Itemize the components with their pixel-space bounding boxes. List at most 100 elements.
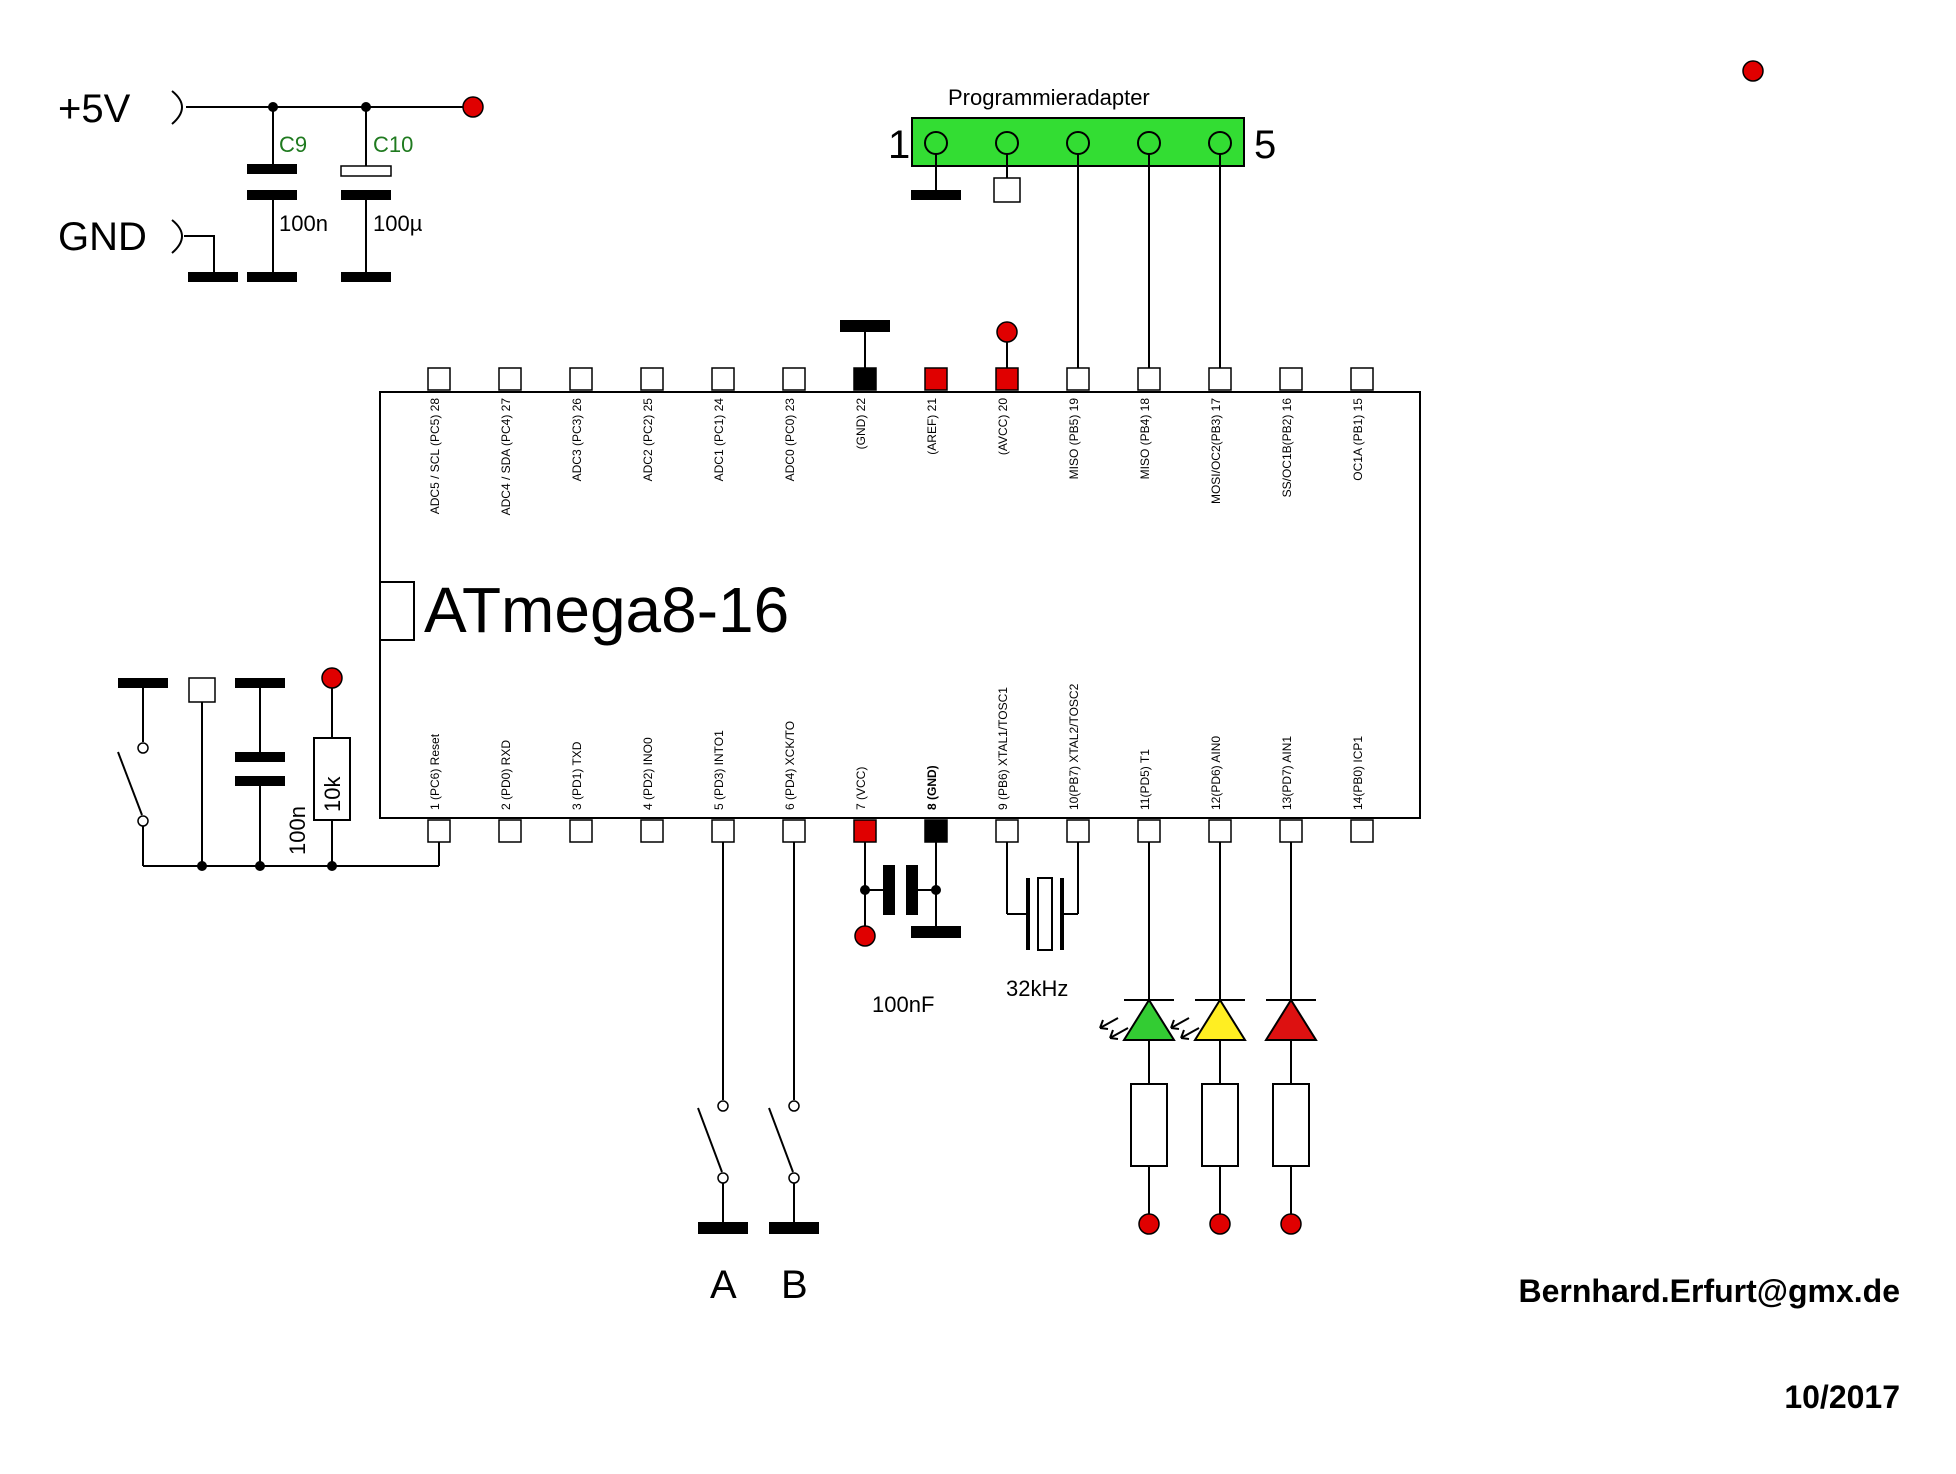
pin-label: 14(PB0) ICP1 (1351, 736, 1365, 810)
pin-label: ADC4 / SDA (PC4) 27 (499, 398, 513, 516)
junction-dot (327, 861, 337, 871)
unconnected-pad (993, 177, 1021, 203)
chip-pin-16 (1279, 367, 1303, 391)
pin-label: 3 (PD1) TXD (570, 741, 584, 810)
ground-bar (840, 320, 890, 332)
pin-label: 9 (PB6) XTAL1/TOSC1 (996, 687, 1010, 810)
c9-plate (247, 164, 297, 174)
switch-contact (717, 1172, 729, 1184)
ground-bar (911, 926, 961, 938)
chip-pin-22 (853, 367, 877, 391)
chip-pin-19 (1066, 367, 1090, 391)
pin-label: (GND) 22 (854, 398, 868, 450)
c10-name: C10 (373, 132, 413, 157)
vcc-node (321, 667, 343, 689)
chip-pin-7 (853, 819, 877, 843)
vcc-node (1138, 1213, 1160, 1235)
chip-pin-24 (711, 367, 735, 391)
light-arrow-icon (1170, 1017, 1190, 1030)
chip-name: ATmega8-16 (424, 574, 789, 646)
pin-label: 7 (VCC) (854, 767, 868, 810)
led-yellow (1170, 842, 1247, 1235)
button-a-label: A (710, 1263, 737, 1307)
button-a: A (697, 842, 748, 1307)
vcc-node (1742, 60, 1764, 82)
pin-label: 5 (PD3) INTO1 (712, 730, 726, 810)
bottom-pin-row (427, 819, 1374, 843)
vcc-terminal (171, 90, 183, 125)
pin-label: ADC0 (PC0) 23 (783, 398, 797, 482)
light-arrow-icon (1180, 1027, 1200, 1040)
led-red-symbol (1264, 998, 1318, 1041)
chip-pin-21 (924, 367, 948, 391)
gnd-terminal (171, 219, 183, 254)
reset-resistor (313, 737, 351, 821)
c9-name: C9 (279, 132, 307, 157)
chip-pin-23 (782, 367, 806, 391)
reset-cap-plate (235, 752, 285, 762)
programmer-title: Programmieradapter (948, 85, 1150, 110)
led-resistor (1201, 1083, 1239, 1167)
vcc-node (996, 321, 1018, 343)
connector-pin (1208, 131, 1232, 155)
connector-pin (1137, 131, 1161, 155)
gnd-label: GND (58, 215, 147, 259)
power-supply-block: +5V GND C9 100n C10 100µ (58, 87, 484, 282)
led-green (1099, 842, 1176, 1235)
pin-label: (AVCC) 20 (996, 398, 1010, 455)
reset-switch-lever (117, 751, 143, 816)
junction-dot (361, 102, 371, 112)
bottom-pin-labels: 1 (PC6) Reset 2 (PD0) RXD 3 (PD1) TXD 4 … (428, 683, 1365, 810)
chip-pin-6 (782, 819, 806, 843)
chip-pin-27 (498, 367, 522, 391)
pin-label: 6 (PD4) XCK/TO (783, 721, 797, 810)
crystal: 32kHz (1006, 842, 1079, 1001)
pin-label: 12(PD6) AIN0 (1209, 736, 1223, 810)
chip-pin-5 (711, 819, 735, 843)
switch-contact (788, 1172, 800, 1184)
vcc-node (854, 925, 876, 947)
junction-dot (268, 102, 278, 112)
chip-pin-10 (1066, 819, 1090, 843)
decoupling-cap-plate (906, 865, 918, 915)
pin-label: SS/OC1B(PB2) 16 (1280, 398, 1294, 498)
pin-label: OC1A (PB1) 15 (1351, 398, 1365, 481)
pin-label: 8 (GND) (925, 765, 939, 810)
led-red (1264, 842, 1318, 1235)
vcc-node (462, 96, 484, 118)
chip-pin-8 (924, 819, 948, 843)
programmer-header: Programmieradapter 1 5 (888, 85, 1276, 368)
pin-label: ADC3 (PC3) 26 (570, 398, 584, 482)
pin-label: MISO (PB4) 18 (1138, 398, 1152, 480)
vcc-label: +5V (58, 87, 131, 131)
reset-circuit: 100n 10k (117, 667, 440, 871)
chip-pin-11 (1137, 819, 1161, 843)
chip-pin-26 (569, 367, 593, 391)
chip-pin-1 (427, 819, 451, 843)
top-pin-labels: ADC5 / SCL (PC5) 28 ADC4 / SDA (PC4) 27 … (428, 398, 1365, 516)
button-b-label: B (781, 1263, 808, 1307)
top-pin-row (427, 367, 1374, 391)
chip-pin-17 (1208, 367, 1232, 391)
pin-label: 4 (PD2) INO0 (641, 737, 655, 810)
decoupling-value: 100nF (872, 992, 934, 1017)
chip-pin-13 (1279, 819, 1303, 843)
led-resistor (1130, 1083, 1168, 1167)
switch-contact (788, 1100, 800, 1112)
chip-pin-4 (640, 819, 664, 843)
ground-bar (341, 272, 391, 282)
pin-label: 2 (PD0) RXD (499, 740, 513, 810)
chip-notch (379, 581, 415, 641)
c9-plate (247, 190, 297, 200)
button-a-lever (697, 1107, 723, 1173)
chip-pin-3 (569, 819, 593, 843)
light-arrow-icon (1099, 1017, 1119, 1030)
switch-contact (137, 742, 149, 754)
pin-label: 13(PD7) AIN1 (1280, 736, 1294, 810)
decoupling-cap-plate (883, 865, 895, 915)
button-b: B (768, 842, 819, 1307)
ground-bar (188, 272, 238, 282)
connector-pin (995, 131, 1019, 155)
reset-res-value: 10k (320, 776, 345, 812)
pin-label: MISO (PB5) 19 (1067, 398, 1081, 480)
